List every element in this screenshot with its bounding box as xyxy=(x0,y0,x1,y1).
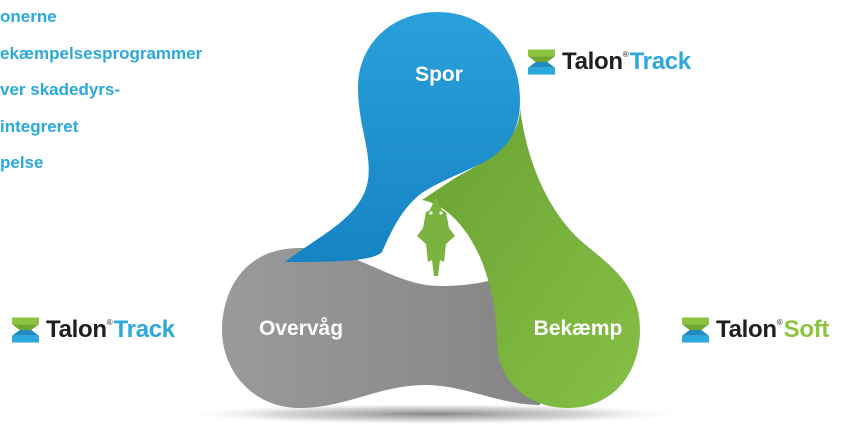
talon-logo-icon xyxy=(682,317,709,343)
brand-reg: ® xyxy=(106,317,113,327)
intro-line-3: ver skadedyrs- xyxy=(0,80,121,99)
intro-line-4: integreret xyxy=(0,116,79,136)
brand-product: Soft xyxy=(783,316,830,343)
floor-shadow xyxy=(175,403,691,425)
intro-line-2: ekæmpelsesprogrammer xyxy=(0,43,203,63)
intro-line-1: onerne xyxy=(0,7,57,26)
spor-lobe xyxy=(285,12,520,262)
talon-logo-icon xyxy=(528,49,555,75)
brand-talon-soft-right: Talon®Soft xyxy=(682,316,829,344)
brand-talon-track-left: Talon®Track xyxy=(12,316,175,344)
brand-reg: ® xyxy=(776,317,783,327)
overvaag-label: Overvåg xyxy=(258,317,344,340)
brand-name: Talon xyxy=(716,316,777,343)
rodent-icon xyxy=(417,196,455,276)
intro-text: onerne ekæmpelsesprogrammer ver skadedyr… xyxy=(0,8,320,191)
intro-line-5: pelse xyxy=(0,153,44,172)
brand-name: Talon xyxy=(562,48,623,75)
talon-logo-icon xyxy=(12,317,39,343)
bekaemp-lobe xyxy=(422,108,640,408)
spor-label: Spor xyxy=(415,63,463,86)
brand-name: Talon xyxy=(46,316,107,343)
bekaemp-label: Bekæmp xyxy=(533,317,623,340)
brand-product: Track xyxy=(629,48,692,75)
overvaag-lobe xyxy=(222,248,540,408)
brand-product: Track xyxy=(113,316,176,343)
brand-reg: ® xyxy=(622,49,629,59)
brand-talon-track-top: Talon®Track xyxy=(528,48,691,76)
